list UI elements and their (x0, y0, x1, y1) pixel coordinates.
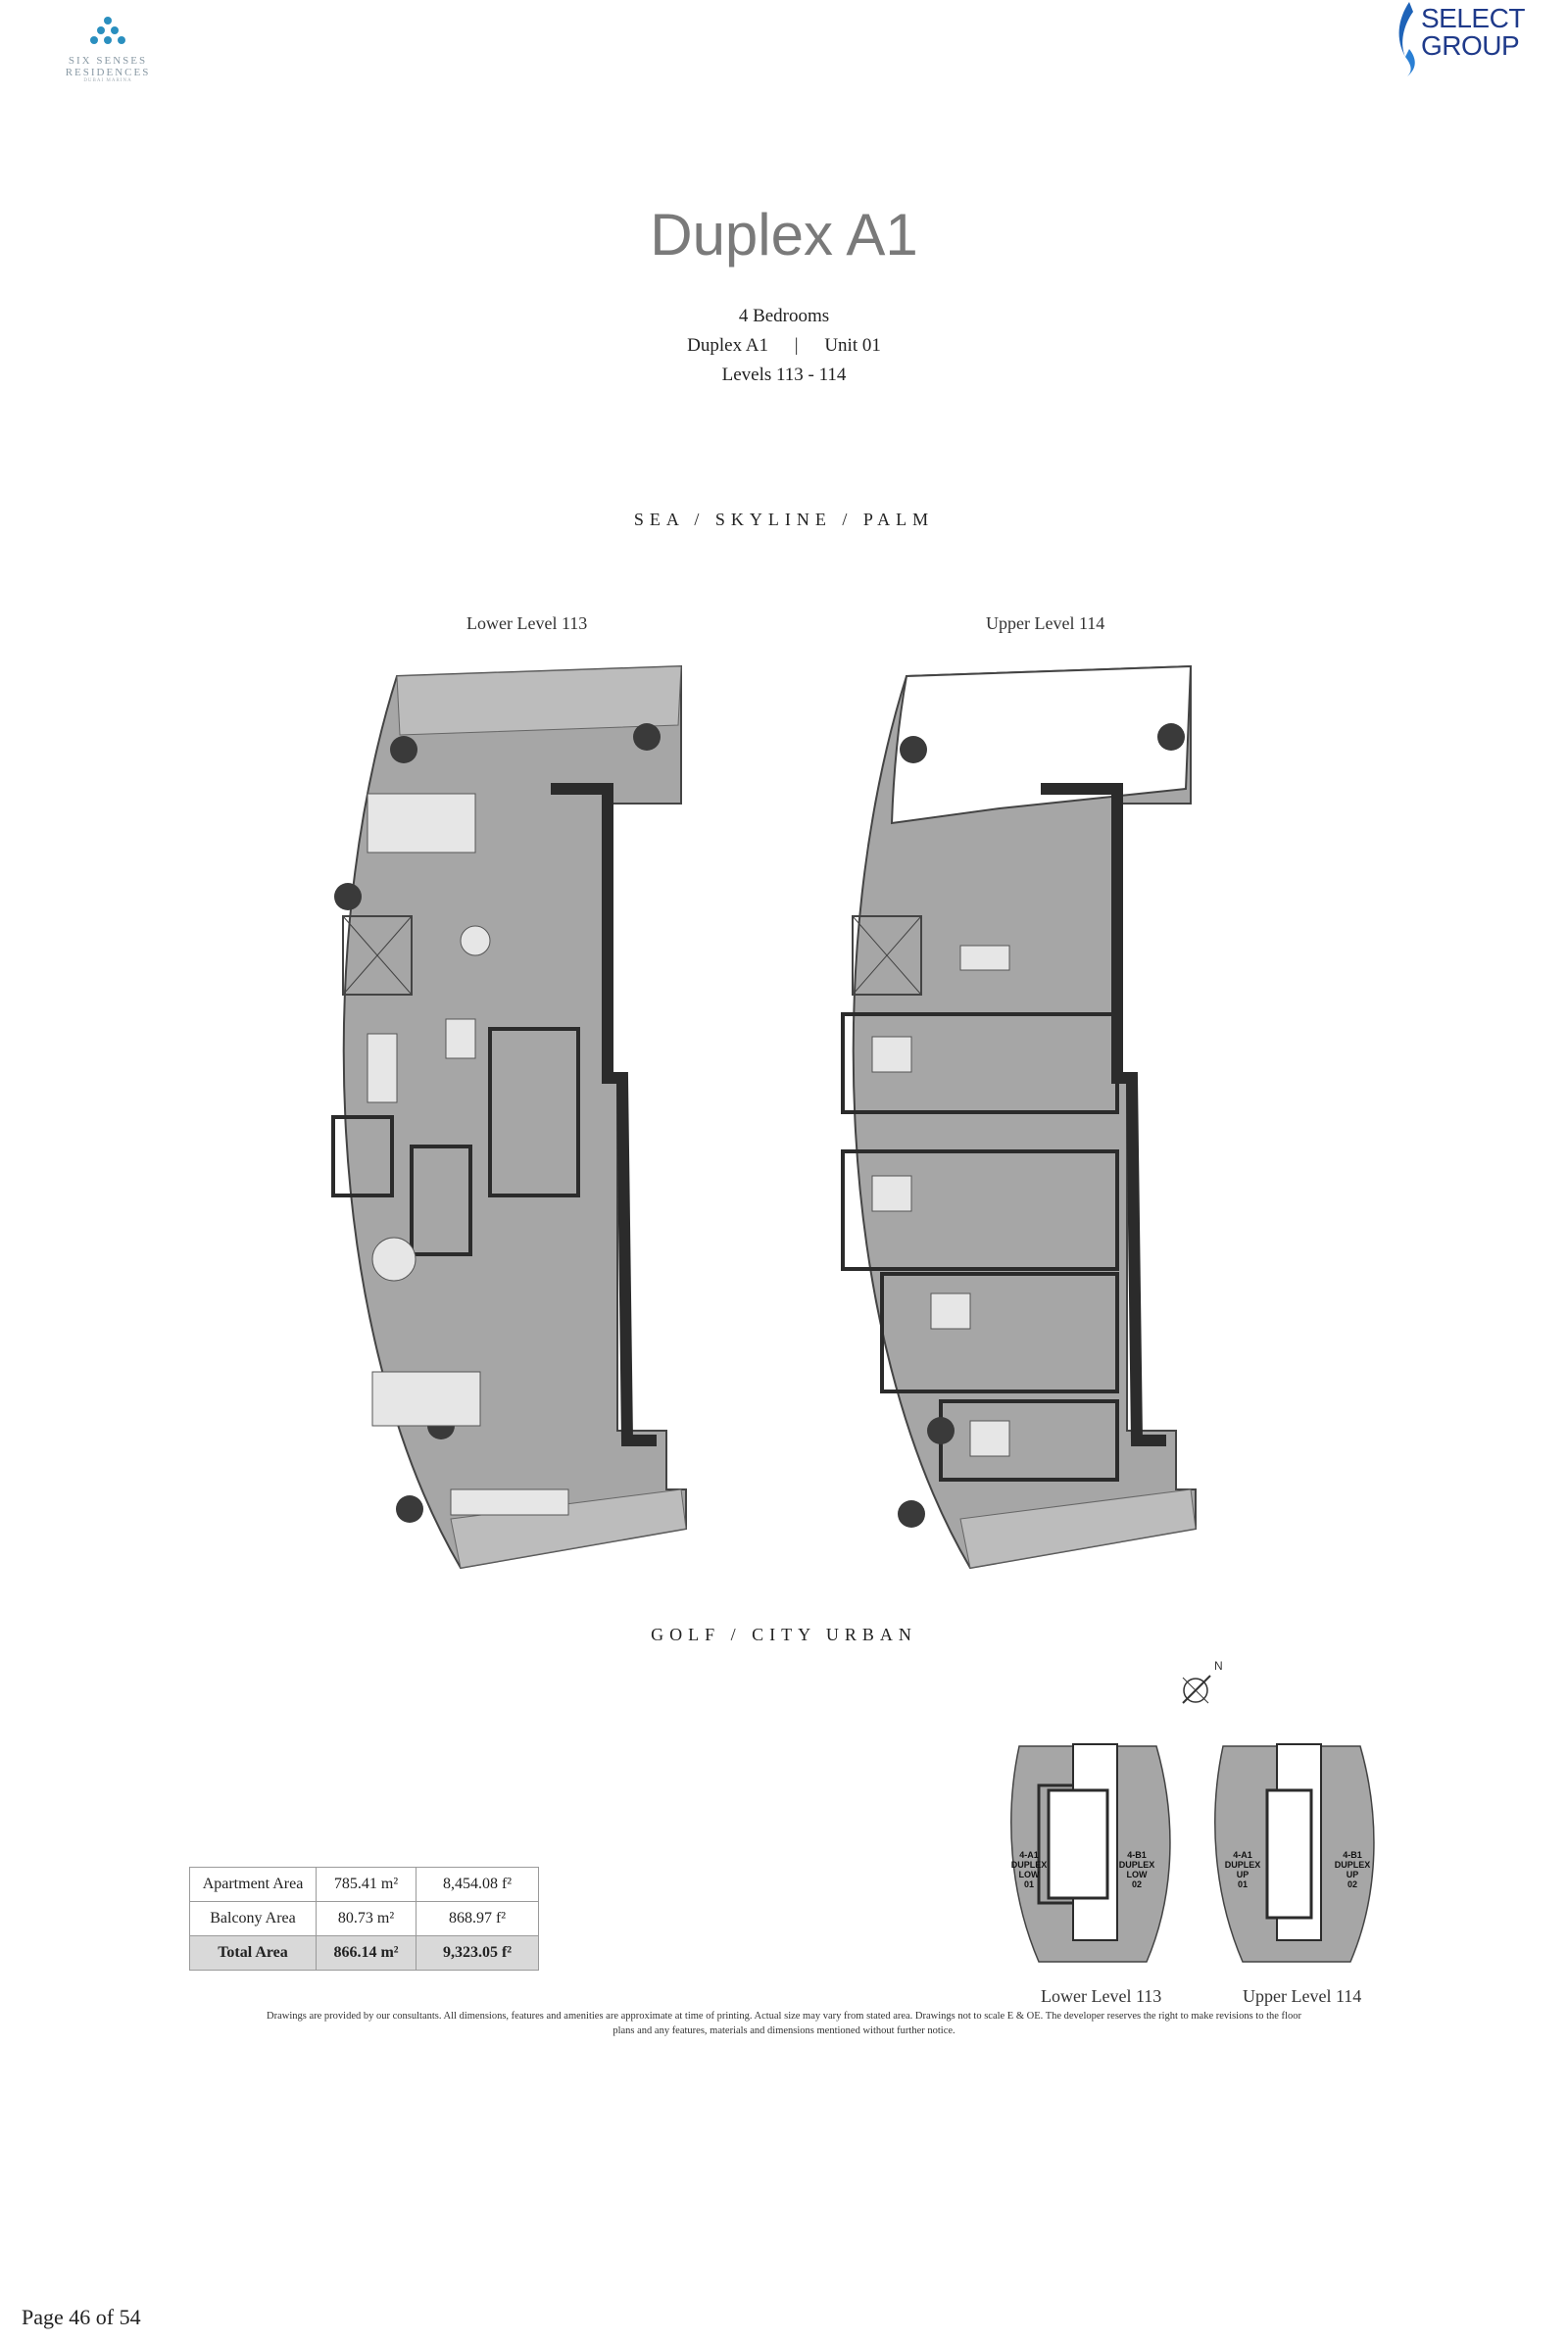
disclaimer-line-1: Drawings are provided by our consultants… (267, 2011, 1301, 2022)
upper-level-plan (841, 664, 1197, 1570)
lower-level-plan (331, 664, 687, 1570)
table-row-total: Total Area 866.14 m² 9,323.05 f² (189, 1935, 539, 1971)
key-upper-label: Upper Level 114 (1243, 1986, 1362, 2006)
group-word: GROUP (1421, 30, 1520, 61)
area-imperial: 8,454.08 f² (416, 1867, 539, 1902)
area-label: Balcony Area (189, 1901, 317, 1936)
six-senses-logo: SIX SENSES RESIDENCES DUBAI MARINA (54, 16, 162, 104)
stair-upper (852, 915, 922, 996)
area-table: Apartment Area 785.41 m² 8,454.08 f² Bal… (189, 1867, 539, 1971)
brand-line-3: DUBAI MARINA (83, 78, 132, 83)
area-imperial: 868.97 f² (416, 1901, 539, 1936)
view-top: SEA / SKYLINE / PALM (633, 510, 935, 529)
key-tag-lower-a: 4-A1 DUPLEX LOW 01 (1010, 1850, 1048, 1889)
stair-lower (342, 915, 413, 996)
compass-icon: N (1182, 1659, 1223, 1704)
table-row: Apartment Area 785.41 m² 8,454.08 f² (189, 1867, 539, 1902)
page-title: Duplex A1 (650, 202, 918, 268)
key-plan-lower (1010, 1743, 1171, 1963)
area-label: Total Area (189, 1935, 317, 1971)
unit-separator: | (794, 335, 799, 356)
compass-north: N (1214, 1659, 1223, 1673)
area-imperial: 9,323.05 f² (416, 1935, 539, 1971)
unit-type: Duplex A1 (687, 335, 768, 356)
select-group-logo: SELECT GROUP (1392, 0, 1568, 78)
triangle-dots-icon (90, 17, 125, 44)
select-word: SELECT (1421, 3, 1525, 33)
unit-line: Duplex A1 | Unit 01 (0, 335, 1568, 357)
bedrooms-text: 4 Bedrooms (738, 306, 830, 326)
unit-number: Unit 01 (824, 335, 881, 356)
page-number: Page 46 of 54 (22, 2305, 141, 2329)
area-metric: 785.41 m² (316, 1867, 416, 1902)
view-bottom: GOLF / CITY URBAN (651, 1625, 917, 1644)
key-tag-lower-b: 4-B1 DUPLEX LOW 02 (1118, 1850, 1155, 1889)
lower-level-label: Lower Level 113 (466, 613, 588, 633)
flame-icon (1398, 2, 1415, 76)
brand-line-2: RESIDENCES (65, 67, 151, 78)
key-tag-upper-a: 4-A1 DUPLEX UP 01 (1224, 1850, 1261, 1889)
brand-line-1: SIX SENSES (68, 55, 148, 67)
key-tag-upper-b: 4-B1 DUPLEX UP 02 (1334, 1850, 1371, 1889)
table-row: Balcony Area 80.73 m² 868.97 f² (189, 1901, 539, 1936)
upper-level-label: Upper Level 114 (986, 613, 1105, 633)
disclaimer-line-2: plans and any features, materials and di… (612, 2025, 956, 2036)
key-plan-upper (1214, 1743, 1375, 1963)
disclaimer: Drawings are provided by our consultants… (186, 2009, 1382, 2038)
area-metric: 866.14 m² (316, 1935, 416, 1971)
area-metric: 80.73 m² (316, 1901, 416, 1936)
floor-plans (331, 664, 1197, 1570)
area-label: Apartment Area (189, 1867, 317, 1902)
levels-text: Levels 113 - 114 (721, 365, 847, 385)
key-lower-label: Lower Level 113 (1041, 1986, 1162, 2006)
